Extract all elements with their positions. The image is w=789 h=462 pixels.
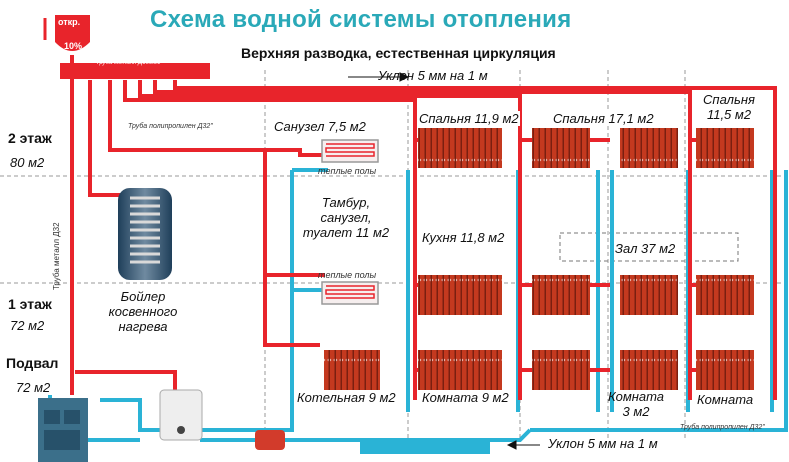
floor-2-area: 80 м2 (10, 155, 45, 170)
metal-riser-label: Труба металл Д32 (52, 222, 61, 290)
room-bedroom-1: Спальня 11,9 м2 (418, 111, 520, 126)
room-room-1: Комната 9 м2 (421, 390, 510, 405)
indirect-boiler (118, 188, 172, 280)
metal-top-label: Труба металл Д100мм (96, 60, 161, 66)
boiler-label: Бойлер косвенного нагрева (108, 289, 178, 334)
slope-arrows (348, 72, 540, 450)
warm-floor-label-2: теплые полы (318, 166, 377, 176)
page-subtitle: Верхняя разводка, естественная циркуляци… (241, 45, 556, 61)
top-manifold (60, 63, 210, 79)
room-tambour: Тамбур, санузел, туалет 11 м2 (302, 195, 390, 240)
floor-2-name: 2 этаж (8, 130, 52, 146)
polypropylene-bottom-label: Труба полипропилен Д32" (680, 424, 765, 431)
room-bedroom-2: Спальня 17,1 м2 (552, 111, 655, 126)
main-boiler (38, 398, 88, 462)
room-kitchen: Кухня 11,8 м2 (421, 230, 506, 245)
bottom-manifold (360, 440, 490, 454)
hall-outline (559, 232, 739, 262)
slope-top-label: Уклон 5 мм на 1 м (378, 68, 488, 83)
supply-pipes (60, 55, 777, 400)
basement-name: Подвал (6, 355, 59, 371)
floor-1-area: 72 м2 (10, 318, 45, 333)
room-bedroom-3: Спальня 11,5 м2 (703, 92, 755, 122)
room-room-2: Комната 3 м2 (607, 389, 665, 419)
room-room-3: Комната (696, 392, 755, 407)
warm-floor-label-1: теплые полы (318, 270, 377, 280)
tank-label: откр. (58, 17, 81, 27)
room-hall: Зал 37 м2 (614, 241, 677, 256)
floor-1-name: 1 этаж (8, 296, 52, 312)
expansion-tank (43, 15, 90, 51)
slope-bottom-label: Уклон 5 мм на 1 м (548, 436, 658, 451)
room-boiler-room: Котельная 9 м2 (296, 390, 397, 405)
circulation-pump (255, 430, 285, 450)
page-title: Схема водной системы отопления (150, 6, 572, 33)
room-bath: Санузел 7,5 м2 (273, 119, 367, 134)
tank-percent: 10% (64, 41, 83, 51)
basement-area: 72 м2 (16, 380, 51, 395)
polypropylene-top-label: Труба полипропилен Д32" (128, 123, 213, 130)
radiators (324, 128, 754, 390)
warm-floor-coils (321, 139, 379, 305)
wall-boiler (159, 389, 203, 441)
